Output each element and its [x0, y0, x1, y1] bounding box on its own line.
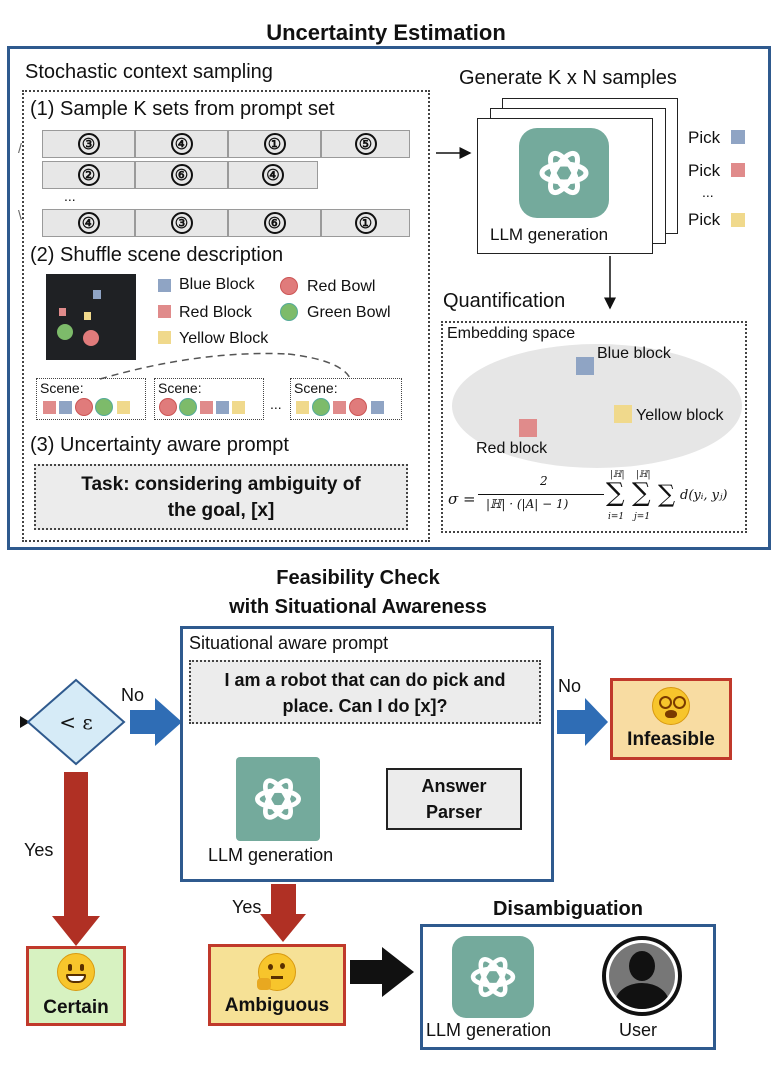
- certain-box: Certain: [26, 946, 126, 1026]
- user-label: User: [619, 1020, 658, 1040]
- red-block-node-label: Red block: [476, 440, 548, 457]
- top-title: Uncertainty Estimation: [266, 20, 506, 45]
- scene-box: Scene:: [290, 378, 402, 420]
- red-block-node: [519, 419, 537, 437]
- legend-red-bowl: Red Bowl: [307, 278, 376, 295]
- sa-llm-label: LLM generation: [208, 845, 334, 865]
- row-brace-top: /: [18, 140, 22, 156]
- legend-red-block: Red Block: [179, 304, 252, 321]
- pick-ellipsis: ...: [702, 184, 714, 200]
- scene-image: [46, 274, 136, 360]
- yes-mid-label: Yes: [232, 897, 262, 917]
- stochastic-label: Stochastic context sampling: [25, 61, 273, 83]
- pick-yellow-swatch: [731, 213, 745, 227]
- scene-box: Scene:: [154, 378, 264, 420]
- red-block-swatch: [158, 305, 171, 318]
- embedding-space: [452, 344, 742, 468]
- rows-ellipsis: ...: [64, 188, 76, 204]
- llm-logo-icon: [452, 936, 534, 1018]
- feasibility-subtitle: with Situational Awareness: [229, 596, 487, 618]
- sampling-box: [22, 90, 430, 542]
- step1-label: (1) Sample K sets from prompt set: [30, 98, 335, 120]
- blue-block-node-label: Blue block: [597, 345, 671, 362]
- pick-label: Pick: [688, 128, 721, 147]
- blue-block-swatch: [158, 279, 171, 292]
- yellow-block-node: [614, 405, 632, 423]
- disamb-llm-label: LLM generation: [426, 1020, 552, 1040]
- sa-prompt-box: I am a robot that can do pick and place.…: [189, 660, 541, 724]
- grinning-face-icon: [57, 953, 95, 991]
- scenes-ellipsis: ...: [270, 396, 282, 412]
- top-llm-label: LLM generation: [490, 225, 609, 244]
- prompt-cell: ①: [228, 130, 321, 158]
- prompt-cell: ⑤: [321, 130, 410, 158]
- step3-label: (3) Uncertainty aware prompt: [30, 434, 289, 456]
- prompt-cell: ⑥: [135, 161, 228, 189]
- embedding-label: Embedding space: [447, 325, 576, 342]
- prompt-cell: ④: [135, 130, 228, 158]
- dispersion-formula: σ = 2 |ℍ| · (|A| − 1) |ℍ| ∑ i=1 |ℍ| ∑ j=…: [448, 470, 728, 522]
- yellow-block-swatch: [158, 331, 171, 344]
- red-bowl-swatch: [280, 277, 298, 295]
- yes-left-label: Yes: [24, 840, 54, 860]
- generate-label: Generate K x N samples: [459, 67, 677, 89]
- pick-blue-swatch: [731, 130, 745, 144]
- legend-green-bowl: Green Bowl: [307, 304, 391, 321]
- infeasible-box: Infeasible: [610, 678, 732, 760]
- feasibility-title: Feasibility Check: [276, 567, 440, 589]
- prompt-cell: ⑥: [228, 209, 321, 237]
- pick-label: Pick: [688, 161, 721, 180]
- pick-red-swatch: [731, 163, 745, 177]
- prompt-cell: ③: [42, 130, 135, 158]
- green-bowl-swatch: [280, 303, 298, 321]
- task-prompt-box: Task: considering ambiguity of the goal,…: [34, 464, 408, 530]
- prompt-cell: ①: [321, 209, 410, 237]
- prompt-cell: ④: [42, 209, 135, 237]
- prompt-cell: ②: [42, 161, 135, 189]
- embedding-box: [441, 321, 747, 533]
- quantification-label: Quantification: [443, 290, 566, 312]
- legend-yellow-block: Yellow Block: [179, 330, 269, 347]
- pick-label: Pick: [688, 210, 721, 229]
- sa-prompt-label: Situational aware prompt: [189, 633, 389, 653]
- ambiguous-box: Ambiguous: [208, 944, 346, 1026]
- disambiguation-title: Disambiguation: [492, 898, 643, 920]
- thinking-face-icon: [257, 953, 296, 991]
- threshold-label: < ε: [59, 710, 93, 734]
- prompt-cell: ③: [135, 209, 228, 237]
- no-right-label: No: [558, 676, 582, 696]
- llm-logo-icon: [519, 128, 609, 218]
- prompt-cell: ④: [228, 161, 318, 189]
- step2-label: (2) Shuffle scene description: [30, 244, 284, 266]
- legend-blue-block: Blue Block: [179, 276, 255, 293]
- no-left-label: No: [121, 685, 145, 705]
- yellow-block-node-label: Yellow block: [636, 407, 724, 424]
- dizzy-face-icon: [652, 687, 690, 725]
- llm-logo-icon: [236, 757, 320, 841]
- answer-parser-box: Answer Parser: [386, 768, 522, 830]
- scene-box: Scene:: [36, 378, 146, 420]
- blue-block-node: [576, 357, 594, 375]
- user-avatar-icon: [602, 936, 682, 1016]
- row-brace-bottom: \: [18, 207, 22, 223]
